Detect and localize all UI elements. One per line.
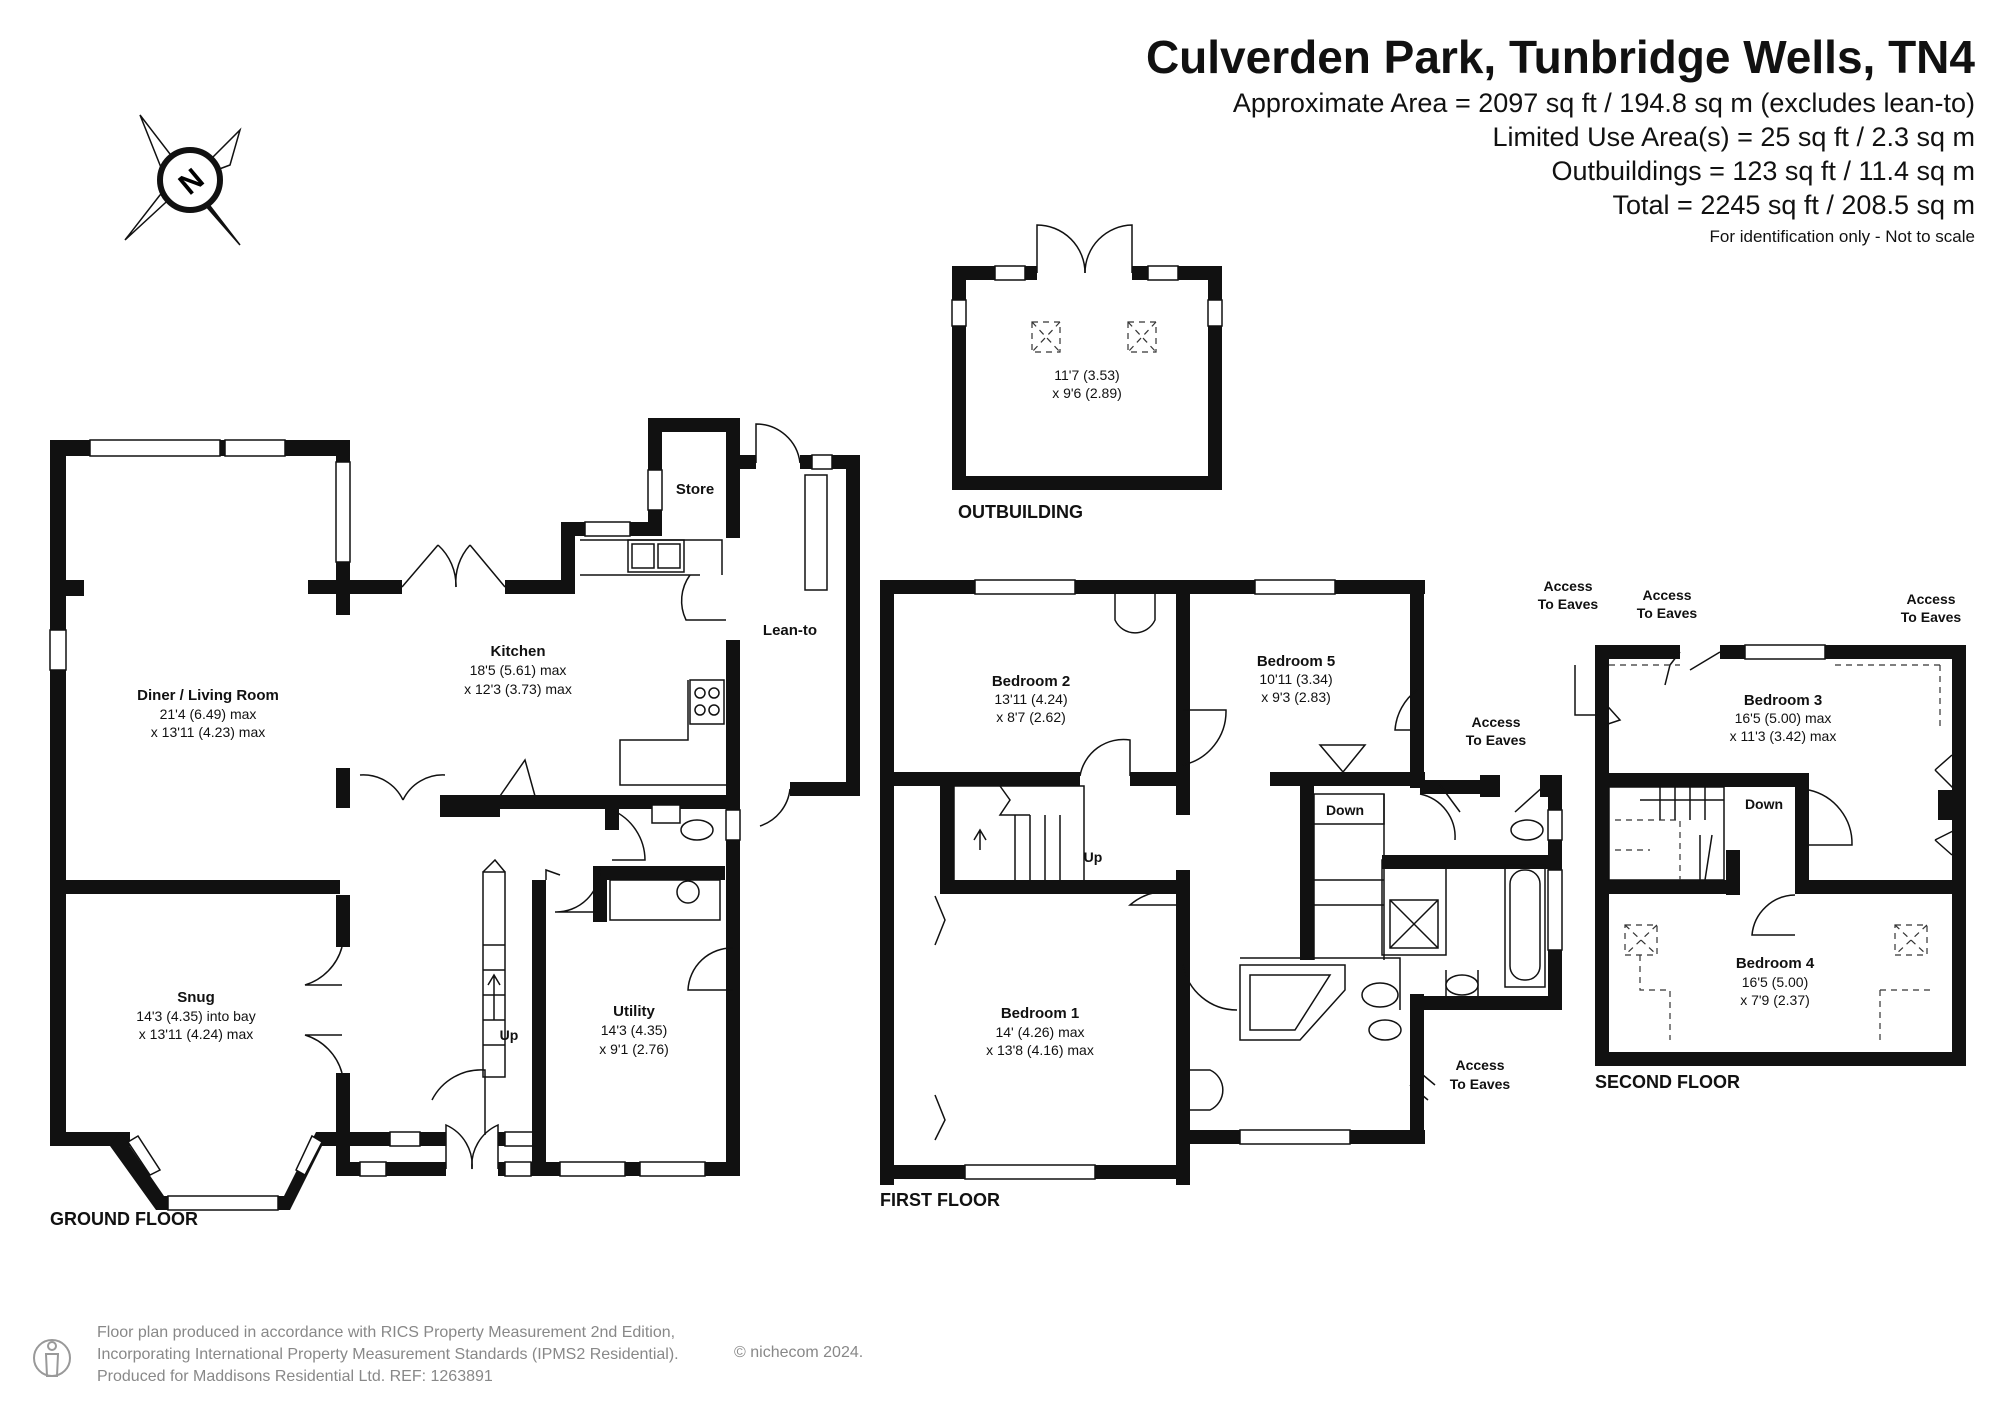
total-area: Total = 2245 sq ft / 208.5 sq m [1612,190,1975,220]
eaves-access-mid: Access [1642,587,1691,603]
scale-note: For identification only - Not to scale [1709,227,1975,246]
eaves-access-landing: Access [1471,714,1520,730]
bedroom2-dim2: x 8'7 (2.62) [996,709,1066,725]
eaves-to-left: To Eaves [1538,596,1599,612]
kitchen-dim1: 18'5 (5.61) max [470,662,567,678]
bedroom5-dim1: 10'11 (3.34) [1259,671,1332,687]
outbuildings-area: Outbuildings = 123 sq ft / 11.4 sq m [1551,156,1976,186]
first-floor-labels: Bedroom 2 13'11 (4.24) x 8'7 (2.62) Bedr… [880,653,1526,1210]
bedroom2-dim1: 13'11 (4.24) [994,691,1067,707]
eaves-to-right: To Eaves [1901,609,1962,625]
ground-up-label: Up [500,1027,519,1043]
eaves-to-landing: To Eaves [1466,732,1527,748]
footer-line-2: Incorporating International Property Mea… [97,1346,679,1363]
footer-notes: Floor plan produced in accordance with R… [97,1322,679,1388]
bedroom1-dim2: x 13'8 (4.16) max [986,1042,1094,1058]
second-down-label: Down [1745,796,1783,812]
bedroom3-name: Bedroom 3 [1744,692,1822,709]
bedroom4-name: Bedroom 4 [1736,955,1815,972]
snug-dim2: x 13'11 (4.24) max [139,1026,253,1042]
utility-dim2: x 9'1 (2.76) [599,1041,669,1057]
snug-dim1: 14'3 (4.35) into bay [136,1008,255,1024]
outbuilding-labels: 11'7 (3.53) x 9'6 (2.89) OUTBUILDING [958,367,1122,522]
bedroom5-name: Bedroom 5 [1257,653,1335,670]
kitchen-name: Kitchen [490,643,545,660]
outbuilding-plan [951,224,1223,490]
outbuilding-dim1: 11'7 (3.53) [1054,367,1119,383]
eaves-to-mid: To Eaves [1637,605,1698,621]
second-floor-label: SECOND FLOOR [1595,1072,1740,1092]
eaves-to-ensuite: To Eaves [1450,1076,1511,1092]
approx-area: Approximate Area = 2097 sq ft / 194.8 sq… [1232,88,1975,118]
second-floor-plan [1574,644,1966,1066]
limited-use-area: Limited Use Area(s) = 25 sq ft / 2.3 sq … [1492,122,1975,152]
first-floor-label: FIRST FLOOR [880,1190,1000,1210]
kitchen-dim2: x 12'3 (3.73) max [464,681,572,697]
diner-name: Diner / Living Room [137,687,279,704]
page-title: Culverden Park, Tunbridge Wells, TN4 [1145,31,1975,83]
eaves-access-right: Access [1906,591,1955,607]
bedroom5-dim2: x 9'3 (2.83) [1261,689,1331,705]
eaves-access-ensuite: Access [1455,1057,1504,1073]
first-down-label: Down [1326,802,1364,818]
footer-copyright: © nichecom 2024. [734,1344,864,1361]
bedroom3-dim1: 16'5 (5.00) max [1735,710,1832,726]
ground-floor-label: GROUND FLOOR [50,1209,198,1229]
bedroom4-dim2: x 7'9 (2.37) [1740,992,1810,1008]
bedroom1-dim1: 14' (4.26) max [995,1024,1084,1040]
ground-floor-plan [49,418,860,1211]
diner-dim2: x 13'11 (4.23) max [151,724,265,740]
compass-icon: N [124,114,242,246]
ground-floor-labels: Diner / Living Room 21'4 (6.49) max x 13… [50,481,817,1229]
first-floor-plan: Down [880,579,1563,1185]
first-up-label: Up [1084,849,1103,865]
outbuilding-label: OUTBUILDING [958,502,1083,522]
eaves-access-left: Access [1543,578,1592,594]
bedroom1-name: Bedroom 1 [1001,1005,1079,1022]
second-floor-labels: Access To Eaves Access To Eaves Access T… [1538,578,1962,1092]
bedroom4-dim1: 16'5 (5.00) [1742,974,1809,990]
store-name: Store [676,481,714,498]
footer-line-1: Floor plan produced in accordance with R… [97,1324,676,1341]
bedroom2-name: Bedroom 2 [992,673,1070,690]
person-icon [33,1339,71,1377]
utility-name: Utility [613,1003,655,1020]
snug-name: Snug [177,989,215,1006]
diner-dim1: 21'4 (6.49) max [160,706,257,722]
leanto-name: Lean-to [763,622,817,639]
bedroom3-dim2: x 11'3 (3.42) max [1730,728,1837,744]
header: Culverden Park, Tunbridge Wells, TN4 App… [1146,28,1975,252]
utility-dim1: 14'3 (4.35) [601,1022,668,1038]
outbuilding-dim2: x 9'6 (2.89) [1052,385,1122,401]
footer-line-3: Produced for Maddisons Residential Ltd. … [97,1368,493,1385]
